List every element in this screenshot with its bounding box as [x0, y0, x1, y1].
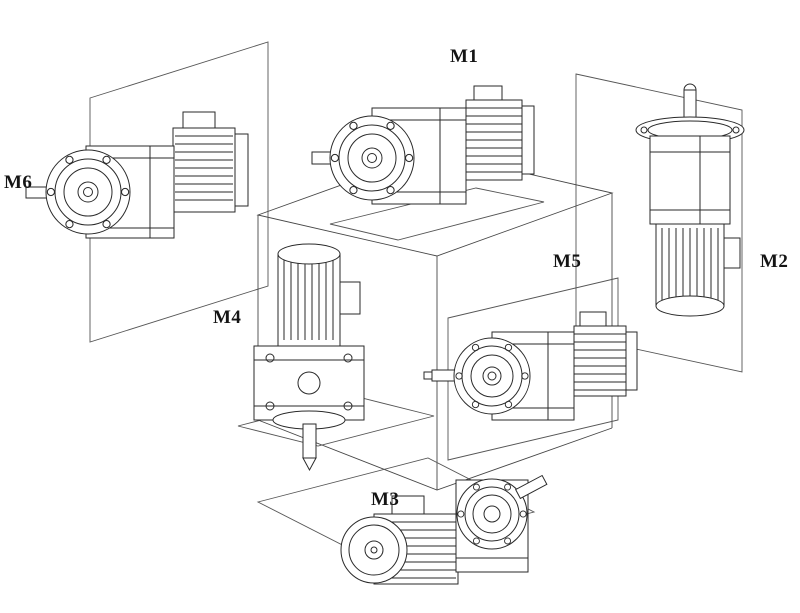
- label-m5: M5: [553, 251, 582, 272]
- m4-motor-body: [277, 253, 341, 347]
- m2-cooling-fins: [661, 228, 719, 300]
- m2-fan-cover: [655, 295, 725, 317]
- gearmotor-m2-drawing: [635, 83, 745, 317]
- m4-output-shaft: [302, 423, 317, 459]
- label-m2: M2: [760, 251, 789, 272]
- label-m6: M6: [4, 172, 33, 193]
- gearmotor-m6-drawing: [25, 111, 249, 239]
- gearmotor-m1-drawing: [311, 85, 535, 205]
- m6-motor-body: [172, 127, 236, 213]
- m1-fan-cover: [521, 105, 535, 175]
- m5-terminal-box: [579, 311, 607, 327]
- label-m1: M1: [450, 46, 479, 67]
- m5-fan-cover: [625, 331, 638, 391]
- m2-gear-housing: [649, 135, 731, 225]
- gearmotor-m3-drawing: [340, 474, 548, 585]
- m6-fan-cover: [234, 133, 249, 207]
- panel-m3: [256, 457, 536, 557]
- m6-cooling-fins: [175, 135, 233, 201]
- gearmotor-m5-drawing: [423, 311, 638, 421]
- panel-m5: [447, 277, 619, 461]
- m4-cooling-fins: [283, 258, 334, 340]
- m1-cooling-fins: [466, 107, 522, 173]
- m1-output-shaft: [311, 151, 333, 165]
- m1-terminal-box: [473, 85, 503, 101]
- label-m4: M4: [213, 307, 242, 328]
- gearmotor-m4-drawing: [253, 243, 365, 472]
- m3-cooling-fins: [380, 521, 456, 579]
- m4-fan-cover: [277, 243, 341, 265]
- m5-motor-body: [573, 325, 627, 397]
- m3-terminal-box: [391, 495, 425, 515]
- m3-output-shaft: [514, 474, 548, 500]
- m5-output-shaft: [423, 371, 433, 380]
- m2-terminal-box: [723, 237, 741, 269]
- m4-gear-housing: [253, 345, 365, 421]
- label-m3: M3: [371, 489, 400, 510]
- m5-cooling-fins: [574, 333, 626, 391]
- m6-terminal-box: [182, 111, 216, 129]
- panel-m6: [89, 41, 269, 343]
- m4-terminal-box: [339, 281, 361, 315]
